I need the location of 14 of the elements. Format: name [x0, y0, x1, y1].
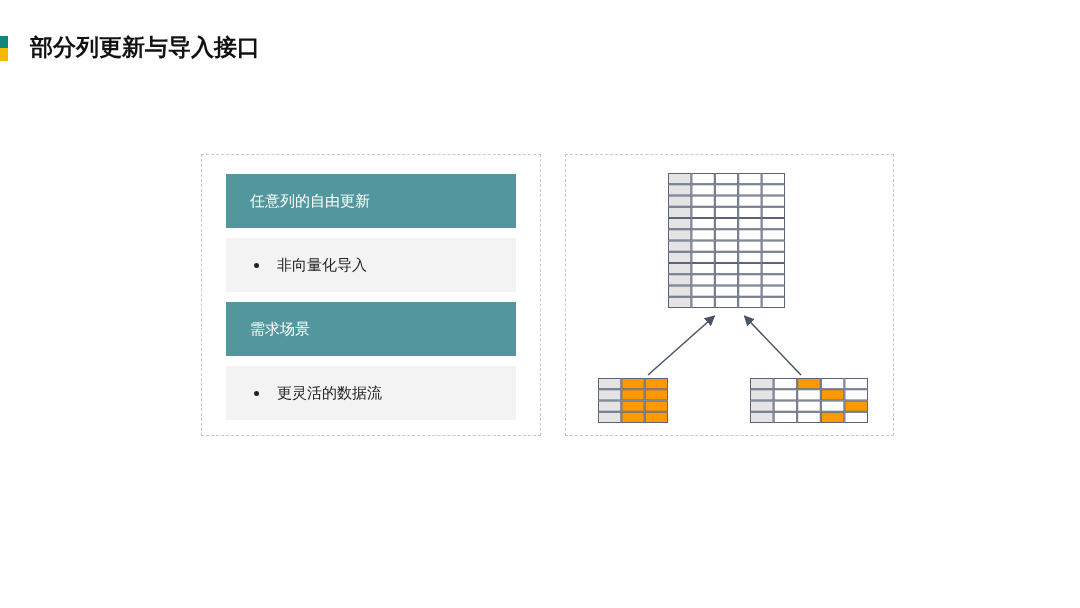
- slide-title: 部分列更新与导入接口: [30, 33, 260, 62]
- arrow: [647, 315, 716, 376]
- text-band: [226, 238, 516, 292]
- bullet-text: 更灵活的数据流: [277, 383, 382, 403]
- heading-text: 需求场景: [250, 319, 310, 339]
- arrow: [743, 315, 802, 376]
- table-grid-drawing: [668, 173, 785, 308]
- heading-band: [226, 174, 516, 228]
- table-grid-drawing: [750, 378, 868, 423]
- heading-text: 任意列的自由更新: [250, 191, 370, 211]
- bullet-text: 非向量化导入: [277, 255, 367, 275]
- table-grid-drawing: [598, 378, 668, 423]
- heading-band: [226, 302, 516, 356]
- text-band: [226, 366, 516, 420]
